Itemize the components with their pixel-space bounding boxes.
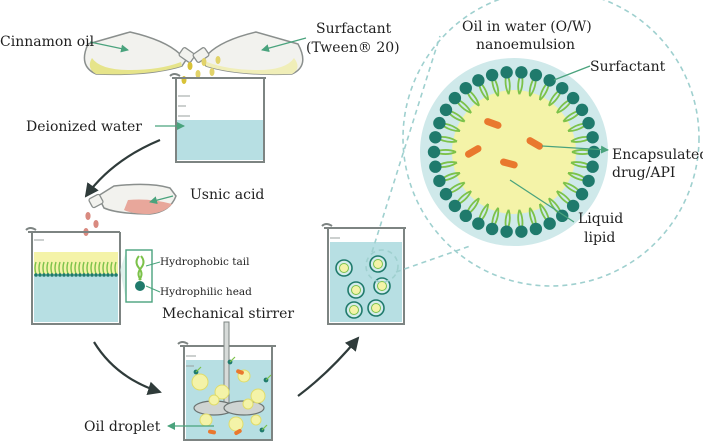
deionized-water-label: Deionized water bbox=[26, 119, 142, 135]
cinnamon-oil-pointer bbox=[89, 41, 129, 53]
zoom-source-circle bbox=[365, 249, 399, 283]
liquid-lipid-label-line2: lipid bbox=[584, 230, 615, 246]
zoom-line-top bbox=[371, 35, 441, 253]
hydrophilic-head-pointer bbox=[145, 285, 161, 293]
stirrer-beaker bbox=[177, 321, 276, 441]
hydrophobic-tail-label: Hydrophobic tail bbox=[160, 256, 250, 268]
encapsulated-drug-particles bbox=[464, 118, 544, 169]
surfactant-flask bbox=[192, 31, 304, 76]
surfactant-interface-row bbox=[34, 261, 118, 277]
encapsulated-drug-pointer bbox=[541, 145, 609, 154]
encapsulated-label-line1: Encapsulated bbox=[612, 147, 703, 163]
liquid-lipid-pointer bbox=[509, 179, 575, 223]
micelle-zoom bbox=[420, 58, 608, 246]
surfactant-zoom-label: Surfactant bbox=[590, 59, 666, 75]
pouring-drops bbox=[181, 56, 221, 84]
liquid-lipid-label-line1: Liquid bbox=[578, 211, 623, 227]
cinnamon-oil-label: Cinnamon oil bbox=[0, 34, 95, 50]
process-arrow-3 bbox=[297, 336, 360, 397]
micelle-surfactant-heads bbox=[427, 66, 601, 238]
oil-droplet-label: Oil droplet bbox=[84, 419, 161, 435]
usnic-acid-flask bbox=[88, 183, 177, 215]
mechanical-stirrer-label: Mechanical stirrer bbox=[162, 306, 294, 322]
cinnamon-oil-flask bbox=[83, 31, 196, 76]
process-arrow-2 bbox=[93, 341, 162, 396]
surfactant-pointer bbox=[261, 37, 307, 53]
usnic-acid-pointer bbox=[149, 195, 174, 205]
surfactant-label-line2: (Tween® 20) bbox=[306, 40, 400, 56]
oil-layer-beaker bbox=[25, 227, 121, 325]
nanoemulsion-title-line1: Oil in water (O/W) bbox=[462, 19, 592, 35]
surfactant-zoom-pointer bbox=[553, 65, 591, 81]
encapsulated-label-line2: drug/API bbox=[612, 165, 675, 181]
nanoemulsion-beaker bbox=[321, 223, 406, 325]
stirred-oil-droplets bbox=[191, 356, 272, 435]
zoom-line-bottom bbox=[395, 245, 471, 273]
zoom-outline-circle bbox=[402, 0, 700, 287]
water-beaker bbox=[169, 73, 266, 163]
surfactant-label-line1: Surfactant bbox=[316, 21, 392, 37]
usnic-acid-label: Usnic acid bbox=[190, 187, 264, 203]
surfactant-detail-inset bbox=[120, 249, 153, 303]
hydrophobic-tail-pointer bbox=[145, 261, 161, 267]
nanoemulsion-title-line2: nanoemulsion bbox=[476, 37, 575, 53]
hydrophilic-head-label: Hydrophilic head bbox=[160, 286, 252, 298]
process-arrow-1 bbox=[84, 138, 161, 198]
